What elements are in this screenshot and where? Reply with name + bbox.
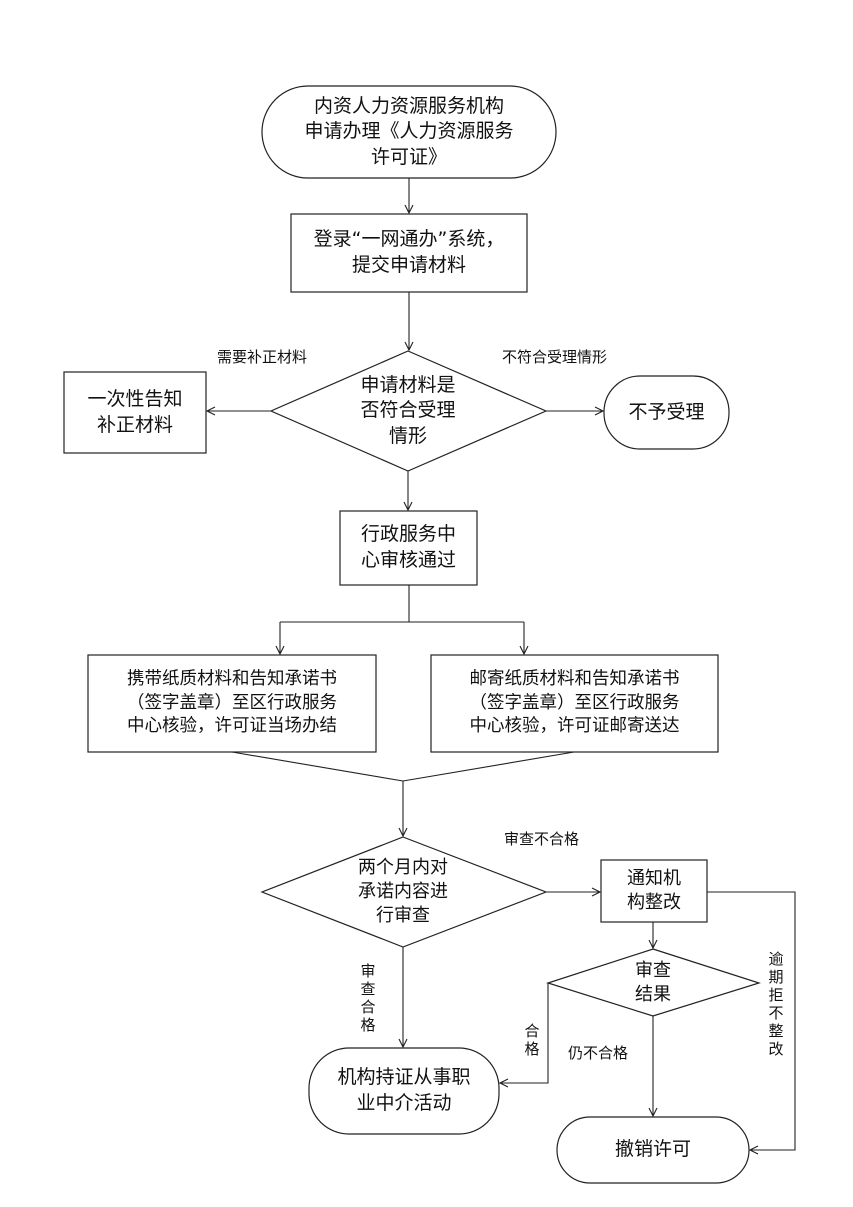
- label-still-fail: 仍不合格: [568, 1044, 629, 1062]
- mail-shape: [430, 654, 719, 753]
- label-review-fail: 审查不合格: [504, 830, 580, 848]
- reject-label: 不予受理: [628, 400, 705, 423]
- onsite-label: 携带纸质材料和告知承诺书 （签字盖章）至区行政服务 中心核验，许可证当场办结: [127, 669, 337, 737]
- submit-label: 登录“一网通办”系统， 提交申请材料: [313, 228, 505, 276]
- edge-result-practice: [500, 983, 549, 1083]
- supplement-label: 一次性告知 补正材料: [87, 387, 183, 436]
- center-review-shape: [339, 510, 478, 586]
- label-overdue: 逾 期 拒 不 整 改: [768, 950, 784, 1058]
- label-pass: 合 格: [524, 1022, 540, 1058]
- rectify-label: 通知机 构整改: [627, 867, 681, 913]
- rectify-shape: [600, 859, 708, 923]
- label-review-pass: 审 查 合 格: [360, 962, 376, 1034]
- reject-shape: [603, 375, 730, 450]
- practice-shape: [308, 1047, 500, 1135]
- label-not-eligible: 不符合受理情形: [502, 348, 608, 366]
- edge-rectify-revoke-overdue: [707, 891, 796, 1150]
- two-month-label: 两个月内对 承诺内容进 行审查: [358, 856, 448, 927]
- revoke-label: 撤销许可: [614, 1138, 691, 1161]
- mail-label: 邮寄纸质材料和告知承诺书 （签字盖章）至区行政服务 中心核验，许可证邮寄送达: [469, 669, 680, 737]
- edge-mail-merge: [402, 751, 575, 782]
- supplement-shape: [63, 371, 207, 454]
- practice-label: 机构持证从事职 业中介活动: [337, 1066, 471, 1114]
- onsite-shape: [87, 654, 377, 753]
- label-need-supplement: 需要补正材料: [217, 348, 308, 366]
- edge-onsite-merge: [231, 751, 404, 782]
- check-label: 申请材料是 否符合受理 情形: [360, 373, 456, 447]
- result-label: 审查 结果: [635, 959, 671, 1005]
- start-label: 内资人力资源服务机构 申请办理《人力资源服务 许可证》: [304, 94, 514, 168]
- center-review-label: 行政服务中 心审核通过: [360, 523, 456, 571]
- submit-shape: [290, 213, 528, 293]
